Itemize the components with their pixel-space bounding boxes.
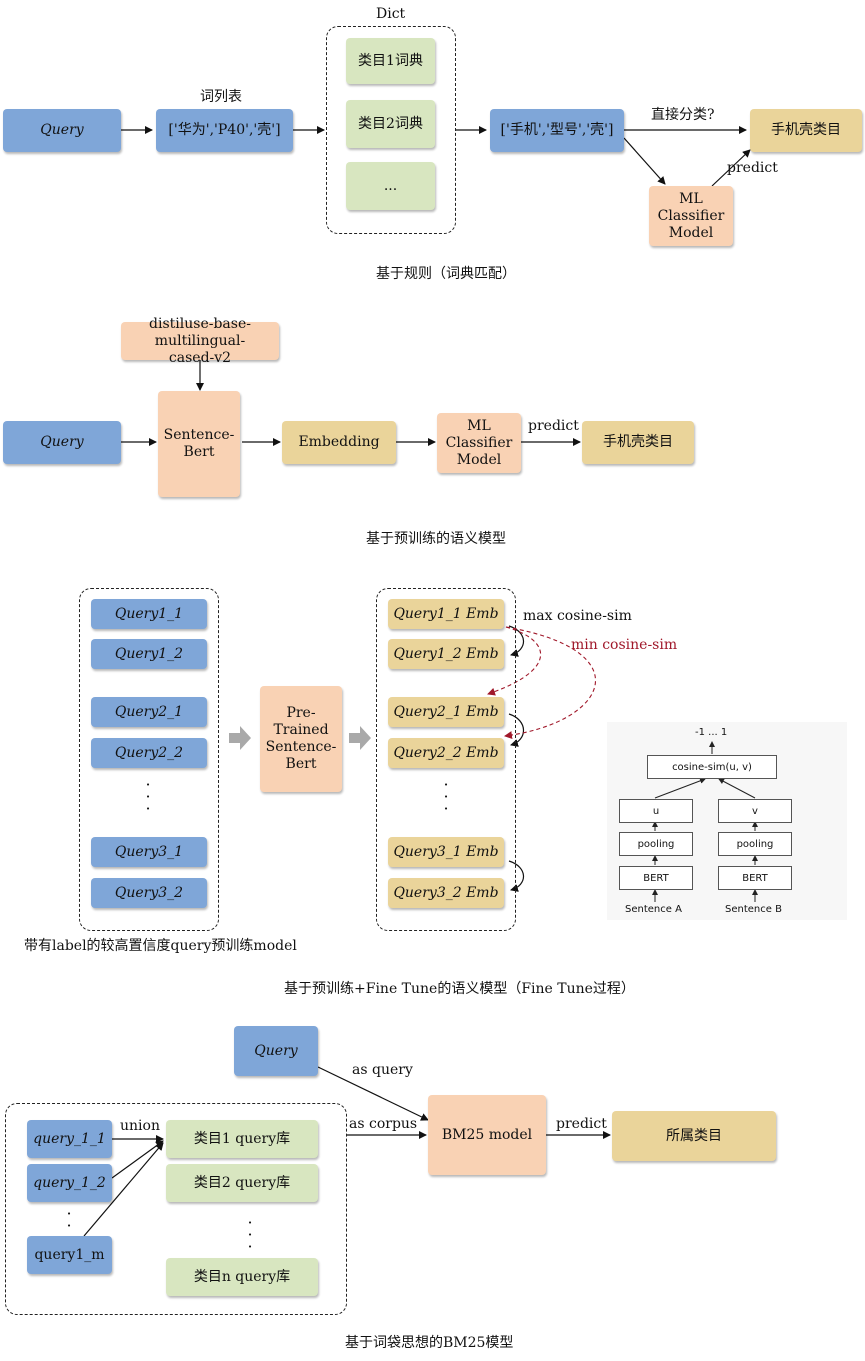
caption-3: 基于预训练+Fine Tune的语义模型（Fine Tune过程） [284,981,635,997]
classifier-box-2: ML Classifier Model [437,413,521,473]
query-1-1: Query1_1 [91,599,207,629]
left-note: 带有label的较高置信度query预训练model [24,938,297,954]
query-ellipsis: ··· [145,775,151,818]
dict-item-ellipsis: ... [346,162,435,210]
word-list-label: 词列表 [200,89,242,105]
result-box-2: 手机壳类目 [582,421,694,464]
sbert-figure-arrows [652,741,758,902]
sbert-range: -1 ... 1 [695,727,728,738]
sbert-v-box: v [718,799,792,823]
query-union-ellipsis: ·· [66,1204,72,1235]
lib-2-box: 类目2 query库 [166,1164,318,1202]
emb-3-1: Query3_1 Emb [388,837,504,867]
query-1-1-box: query_1_1 [27,1120,112,1158]
emb-1-1: Query1_1 Emb [388,599,504,629]
classifier-box-1: ML Classifier Model [649,186,733,246]
sbert-bert-b: BERT [718,866,792,890]
sbert-pooling-b: pooling [718,832,792,856]
embs-container [376,588,516,931]
word-list-box: ['华为','P40','壳'] [156,109,293,152]
lib-ellipsis: ··· [247,1213,253,1256]
as-corpus-label: as corpus [349,1116,418,1132]
query-3-1: Query3_1 [91,837,207,867]
matched-words-box: ['手机','型号','壳'] [490,109,624,152]
predict-label-1: predict [727,160,778,176]
corpus-container [5,1103,347,1315]
dict-item-2: 类目2词典 [346,100,435,148]
emb-ellipsis: ··· [443,775,449,818]
emb-2-1: Query2_1 Emb [388,697,504,727]
caption-4: 基于词袋思想的BM25模型 [345,1335,514,1351]
sbert-cosine-box: cosine-sim(u, v) [647,755,777,779]
embedding-box: Embedding [282,421,396,464]
sbert-bert-a: BERT [619,866,693,890]
result-box-1: 手机壳类目 [750,109,862,152]
query-1-m-box: query1_m [27,1236,112,1274]
query-3-2: Query3_2 [91,878,207,908]
grey-arrow-1 [229,726,251,750]
min-cosine-label: min cosine-sim [571,637,678,653]
sbert-architecture-figure: -1 ... 1 cosine-sim(u, v) u v pooling po… [607,722,847,920]
predict-label-2: predict [528,418,579,434]
caption-1: 基于规则（词典匹配） [376,266,516,282]
sbert-u-box: u [619,799,693,823]
bm25-box: BM25 model [428,1095,546,1175]
query-box-1: Query [3,109,121,152]
query-1-2: Query1_2 [91,639,207,669]
max-cosine-label: max cosine-sim [523,608,632,624]
as-query-label: as query [352,1062,413,1078]
query-1-2-box: query_1_2 [27,1164,112,1202]
emb-3-2: Query3_2 Emb [388,878,504,908]
lib-n-box: 类目n query库 [166,1258,318,1296]
query-box-2: Query [3,421,121,464]
query-box-4: Query [234,1026,318,1076]
query-2-1: Query2_1 [91,697,207,727]
grey-arrow-2 [349,726,371,750]
query-2-2: Query2_2 [91,738,207,768]
lib-1-box: 类目1 query库 [166,1120,318,1158]
queries-container [79,588,219,931]
dict-container [326,26,456,234]
pretrained-sbert-box: Pre-Trained Sentence-Bert [260,686,342,792]
emb-1-2: Query1_2 Emb [388,639,504,669]
sbert-sentence-b: Sentence B [725,904,782,915]
model-name-box: distiluse-base-multilingual-cased-v2 [121,316,279,366]
predict-label-4: predict [556,1116,607,1132]
arrow-matched-to-classifier [623,137,666,185]
emb-2-2: Query2_2 Emb [388,738,504,768]
sbert-sentence-a: Sentence A [625,904,682,915]
caption-2: 基于预训练的语义模型 [366,531,506,547]
result-box-4: 所属类目 [612,1111,776,1161]
sbert-pooling-a: pooling [619,832,693,856]
direct-classify-label: 直接分类? [651,107,715,123]
sentence-bert-box: Sentence-Bert [158,391,240,497]
union-label: union [120,1118,160,1134]
dict-item-1: 类目1词典 [346,38,435,84]
dict-label: Dict [376,6,406,22]
